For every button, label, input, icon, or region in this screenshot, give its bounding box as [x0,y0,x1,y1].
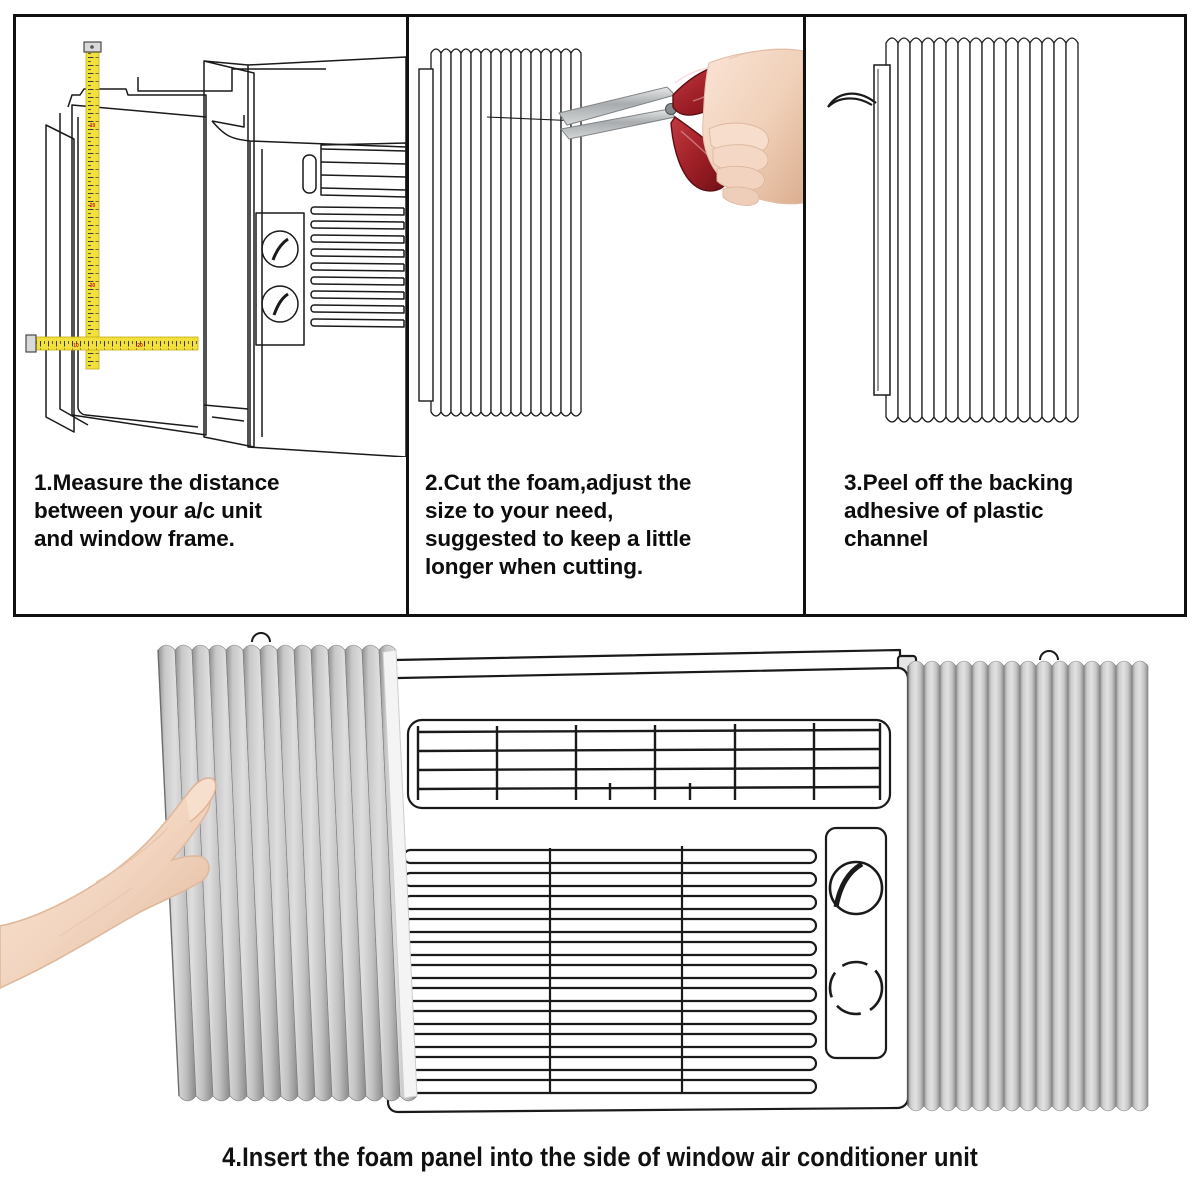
panel-divider-2 [803,14,806,617]
panel-divider-1 [406,14,409,617]
ac-louvers [310,206,405,328]
tape-hook-horizontal [25,334,37,353]
peel-arrow [827,92,877,108]
step-2-caption: 2.Cut the foam,adjust the size to your n… [425,470,692,579]
step-2-panel: 2.Cut the foam,adjust the size to your n… [409,17,803,614]
corrugated-foam-panel-step2 [430,48,582,417]
plastic-channel-strip-step3 [873,64,891,396]
right-foam-panel [907,660,1149,1112]
hand-holding-scissors [702,48,803,206]
corrugated-foam-panel-step3 [885,37,1079,423]
window-sash [71,104,207,436]
svg-text:10: 10 [73,343,79,349]
hand-holding-foam [0,777,217,989]
svg-text:20: 20 [137,343,143,349]
index-finger [185,777,217,823]
ac-lower-louvers [402,846,818,1095]
ac-control-knobs [828,860,884,1016]
ac-knobs [261,230,299,323]
step-1-illustration: 10 20 30 10 20 [16,17,406,457]
ac-unit-front [247,56,406,457]
ac-control-panel [255,212,305,346]
ac-top-loop-left [251,632,271,643]
horizontal-tape-measure: 10 20 [25,334,199,353]
ac-handle-slot [302,154,317,194]
ac-unit-left-face [203,60,255,448]
step-3-illustration [806,17,1187,457]
ac-top-grille [320,142,406,198]
step-4-illustration [0,620,1200,1140]
step-3-panel: 3.Peel off the backing adhesive of plast… [806,17,1187,614]
step-1-panel: 10 20 30 10 20 1.Measure the distance be… [16,17,406,614]
step-3-caption: 3.Peel off the backing adhesive of plast… [844,470,1074,551]
air-conditioner-unit [376,648,918,1114]
vertical-tape-measure: 10 20 30 [83,41,102,370]
plastic-channel-strip-step2 [418,68,434,402]
svg-text:30: 30 [90,283,96,289]
step-2-illustration [409,17,803,457]
step-1-caption: 1.Measure the distance between your a/c … [34,470,280,551]
svg-text:20: 20 [90,203,96,209]
ac-top-vent-grille [406,718,892,810]
steps-frame [13,14,1187,617]
svg-text:10: 10 [90,123,96,129]
ac-top-loop-right [1039,650,1059,661]
step-4-caption: 4.Insert the foam panel into the side of… [222,1142,978,1172]
